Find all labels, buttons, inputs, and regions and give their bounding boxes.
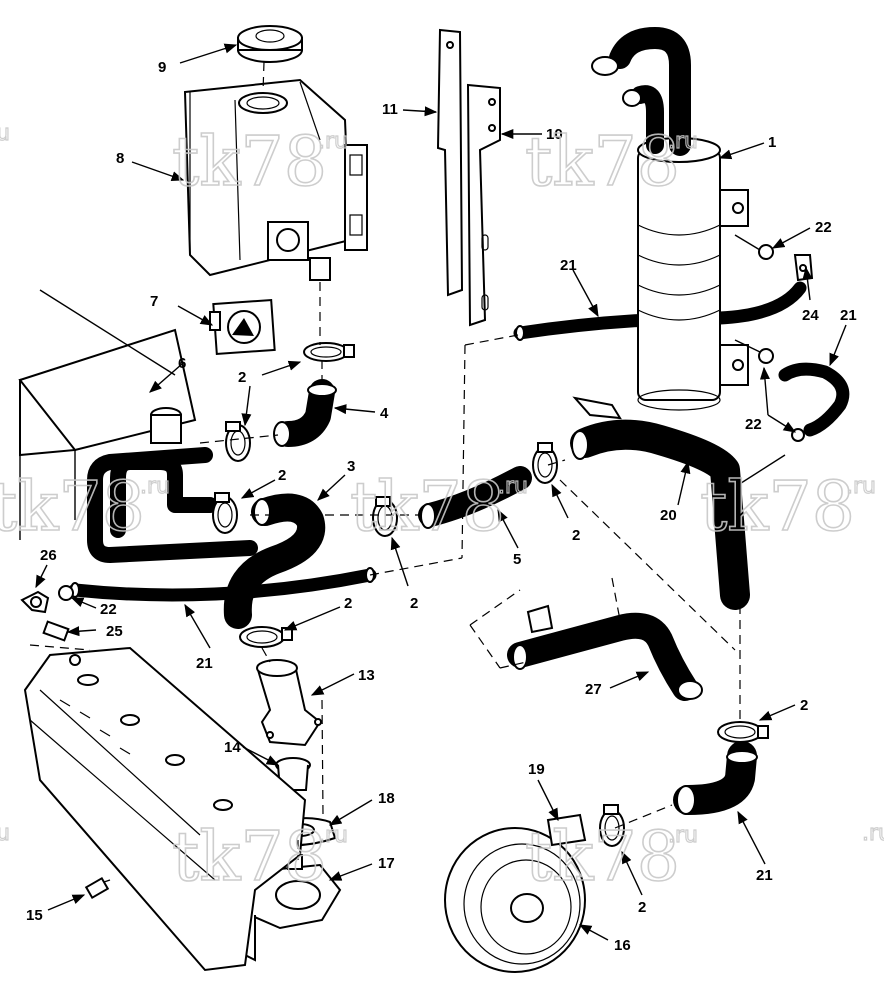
clamp xyxy=(225,421,251,462)
thermostat-housing xyxy=(256,659,322,747)
callout-arrows xyxy=(35,43,847,941)
clamp xyxy=(303,342,355,362)
clamp xyxy=(717,721,769,743)
callout-11: 11 xyxy=(382,101,398,118)
callout-22: 21 xyxy=(196,655,213,672)
watermark: tk78 xyxy=(0,468,145,547)
callout-21: 18 xyxy=(378,790,395,807)
pipe-20 xyxy=(570,396,786,610)
callout-2: 2 xyxy=(344,595,352,612)
hose-3 xyxy=(223,493,326,629)
callout-2: 2 xyxy=(638,899,646,916)
fitting-26 xyxy=(20,590,50,614)
callout-2: 2 xyxy=(800,697,808,714)
watermark: tk78 xyxy=(525,818,680,897)
hose-4 xyxy=(273,379,337,447)
callout-labels: 9 8 11 10 1 22 21 24 21 7 6 2 4 22 3 2 2… xyxy=(26,59,857,954)
callout-27: 27 xyxy=(585,681,602,698)
drain-plug xyxy=(84,876,111,900)
watermark: tk78 xyxy=(700,468,855,547)
watermark-suffix: .ru xyxy=(0,821,10,846)
level-sensor xyxy=(209,298,276,356)
callout-14: 14 xyxy=(224,739,241,756)
callout-23: 22 xyxy=(815,219,832,236)
callout-23: 22 xyxy=(100,601,117,618)
watermark-suffix: .ru xyxy=(0,121,10,146)
watermarks: tk78 .ru tk78 .ru .ru tk78 .ru tk78 .ru … xyxy=(0,120,884,897)
fitting-25 xyxy=(42,620,70,642)
clamp xyxy=(212,492,238,534)
expansion-tank-cap xyxy=(237,25,303,63)
watermark: tk78 xyxy=(172,818,327,897)
watermark-suffix: .ru xyxy=(318,129,348,154)
clamp xyxy=(599,804,625,847)
radiator xyxy=(18,289,258,563)
watermark-suffix: .ru xyxy=(140,474,170,499)
watermark-suffix: .ru xyxy=(668,823,698,848)
fitting-18 xyxy=(546,813,587,847)
assembly-lines xyxy=(199,61,741,860)
callout-20: 20 xyxy=(660,507,677,524)
watermark: tk78 xyxy=(172,123,327,202)
small-clamps-23 xyxy=(58,244,805,601)
callout-13: 13 xyxy=(358,667,375,684)
callout-24: 24 xyxy=(802,307,819,324)
callout-15: 15 xyxy=(26,907,43,924)
pulley xyxy=(444,827,586,973)
callout-3: 3 xyxy=(347,458,355,475)
engine-cylinder-head xyxy=(23,644,307,972)
callout-2: 2 xyxy=(238,369,246,386)
callout-2: 2 xyxy=(410,595,418,612)
callout-2: 2 xyxy=(572,527,580,544)
callout-16: 17 xyxy=(378,855,395,872)
clamp xyxy=(372,496,398,537)
watermark-suffix: .ru xyxy=(862,821,884,846)
callout-19: 21 xyxy=(756,867,773,884)
callout-7: 7 xyxy=(150,293,158,310)
clip-24 xyxy=(793,254,814,282)
watermark-suffix: .ru xyxy=(498,474,528,499)
hose-5 xyxy=(418,466,532,529)
clamp xyxy=(239,626,293,648)
expansion-tank xyxy=(183,78,368,281)
callout-2: 2 xyxy=(278,467,286,484)
callout-17: 16 xyxy=(614,937,631,954)
callout-4: 4 xyxy=(380,405,389,422)
callout-10: 10 xyxy=(546,126,563,143)
watermark-suffix: .ru xyxy=(318,823,348,848)
callout-23: 22 xyxy=(745,416,762,433)
callout-26: 26 xyxy=(40,547,57,564)
callout-22: 21 xyxy=(840,307,857,324)
clamp xyxy=(532,442,558,484)
hose-clamps xyxy=(212,342,769,847)
bracket-10 xyxy=(466,83,501,327)
hose-19 xyxy=(673,741,758,815)
bracket-11 xyxy=(436,28,464,297)
callout-8: 8 xyxy=(116,150,124,167)
callout-6: 6 xyxy=(178,355,186,372)
surge-tank xyxy=(591,27,761,411)
watermark-suffix: .ru xyxy=(846,474,876,499)
callout-25: 25 xyxy=(106,623,123,640)
callout-22: 21 xyxy=(560,257,577,274)
watermark-suffix: .ru xyxy=(668,129,698,154)
callout-9: 9 xyxy=(158,59,166,76)
callout-18: 19 xyxy=(528,761,545,778)
watermark: tk78 xyxy=(525,123,680,202)
callout-1: 1 xyxy=(768,134,776,151)
callout-5: 5 xyxy=(513,551,521,568)
pipe-27 xyxy=(507,604,703,701)
watermark: tk78 xyxy=(350,468,505,547)
